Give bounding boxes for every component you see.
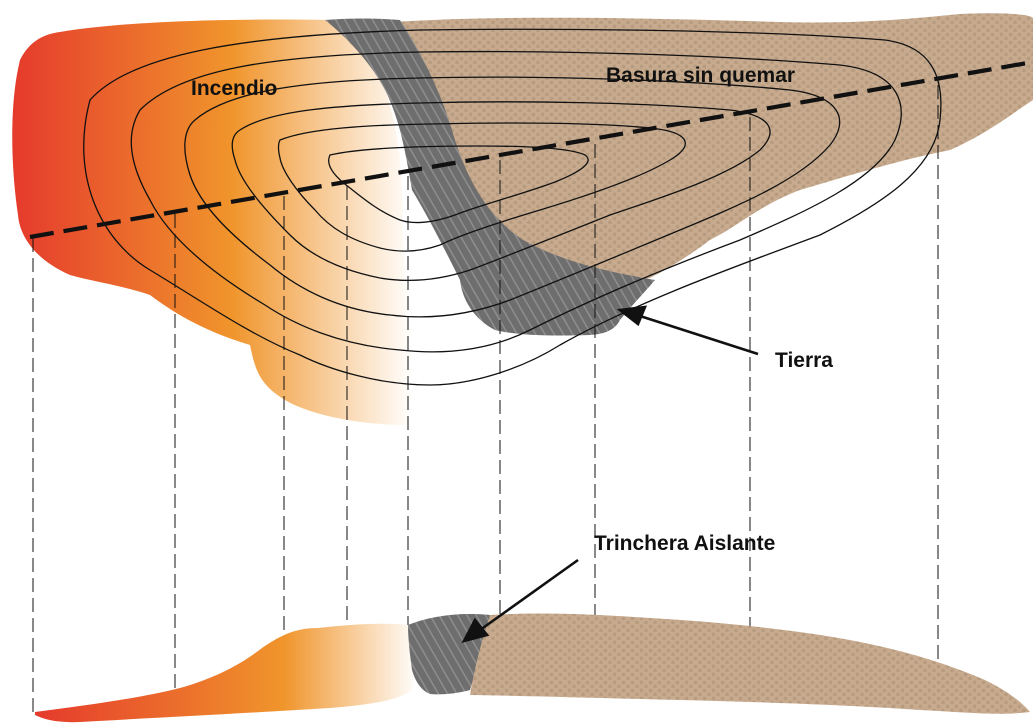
section-view [35, 614, 1030, 723]
soil-arrow-head [620, 307, 645, 324]
fire-section [35, 624, 418, 722]
fire-label: Incendio [191, 77, 277, 100]
soil-arrow-line [640, 316, 758, 354]
garbage-label: Basura sin quemar [606, 64, 795, 87]
annotation-arrows [464, 307, 758, 641]
plan-view [12, 13, 1033, 425]
soil-label: Tierra [775, 349, 833, 372]
garbage-section [470, 614, 1030, 714]
trench-label: Trinchera Aislante [594, 532, 775, 555]
